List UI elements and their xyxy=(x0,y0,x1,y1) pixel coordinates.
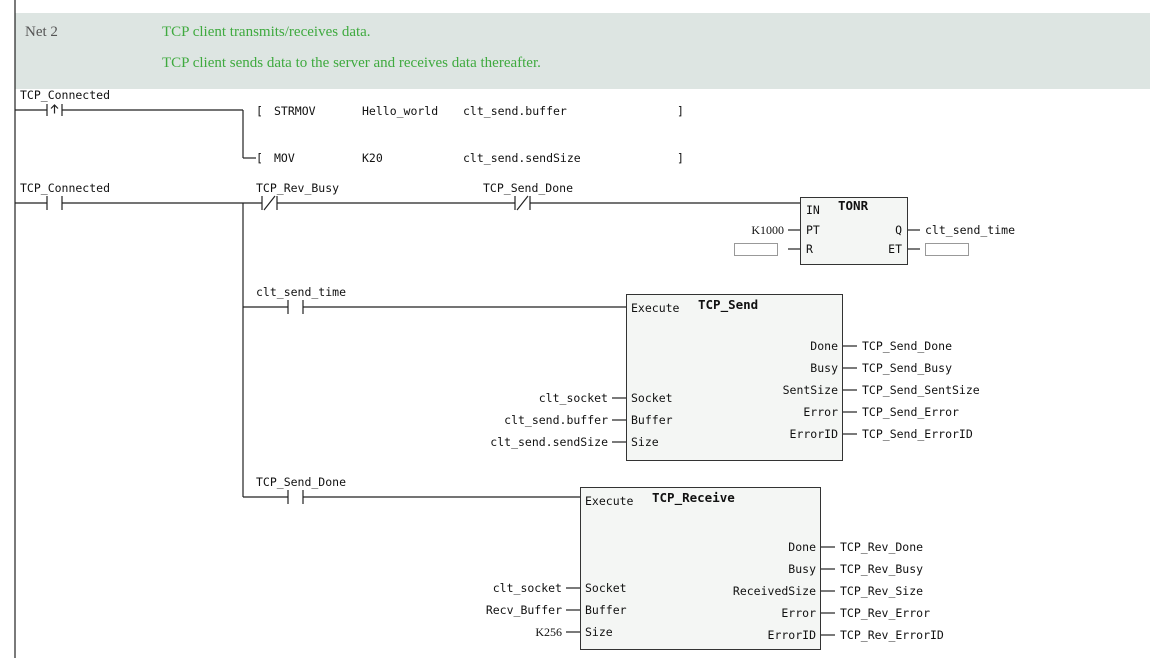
timer-pin-et: ET xyxy=(888,242,902,256)
receive-input-pin: Buffer xyxy=(585,603,627,617)
instruction-arg[interactable]: clt_send.buffer xyxy=(463,104,567,118)
receive-output-pin: Done xyxy=(788,540,816,554)
timer-pin-in: IN xyxy=(806,203,820,217)
bracket-open: [ xyxy=(256,151,263,165)
receive-input-var[interactable]: K256 xyxy=(535,625,562,639)
send-execute-pin: Execute xyxy=(631,301,680,315)
contact-label-tcp-send-done: TCP_Send_Done xyxy=(256,475,347,489)
send-input-pin: Size xyxy=(631,435,659,449)
send-output-var[interactable]: TCP_Send_SentSize xyxy=(862,383,980,397)
instruction-op[interactable]: STRMOV xyxy=(274,104,316,118)
receive-output-pin: ErrorID xyxy=(767,628,816,642)
timer-r-input-field[interactable] xyxy=(734,243,778,256)
receive-block-name: TCP_Receive xyxy=(652,490,735,505)
timer-et-output-field[interactable] xyxy=(925,243,969,256)
timer-block-tonr[interactable] xyxy=(800,197,908,265)
receive-output-pin: Busy xyxy=(788,562,816,576)
instruction-arg[interactable]: clt_send.sendSize xyxy=(463,151,581,165)
send-output-pin: SentSize xyxy=(782,383,838,397)
send-input-var[interactable]: clt_send.buffer xyxy=(504,413,608,427)
send-input-pin: Socket xyxy=(631,391,673,405)
send-output-var[interactable]: TCP_Send_Busy xyxy=(862,361,953,375)
send-output-var[interactable]: TCP_Send_Done xyxy=(862,339,953,353)
receive-input-var[interactable]: clt_socket xyxy=(492,581,562,595)
tcp-send-block[interactable] xyxy=(626,294,843,461)
receive-input-var[interactable]: Recv_Buffer xyxy=(485,603,562,617)
timer-pin-r: R xyxy=(806,242,813,256)
send-output-pin: ErrorID xyxy=(789,427,838,441)
send-output-pin: Busy xyxy=(810,361,838,375)
bracket-close: ] xyxy=(677,104,684,118)
timer-type: TONR xyxy=(838,198,869,213)
bracket-close: ] xyxy=(677,151,684,165)
send-output-var[interactable]: TCP_Send_ErrorID xyxy=(862,427,973,441)
instruction-arg[interactable]: K20 xyxy=(362,151,383,165)
contact-label-tcp-rev-busy: TCP_Rev_Busy xyxy=(256,181,340,195)
receive-output-pin: ReceivedSize xyxy=(732,584,816,598)
send-input-var[interactable]: clt_send.sendSize xyxy=(490,435,608,449)
instruction-arg[interactable]: Hello_world xyxy=(362,104,439,118)
receive-output-var[interactable]: TCP_Rev_Done xyxy=(840,540,924,554)
receive-input-pin: Size xyxy=(585,625,613,639)
receive-output-pin: Error xyxy=(781,606,816,620)
instruction-op[interactable]: MOV xyxy=(274,151,295,165)
contact-label-tcp-connected: TCP_Connected xyxy=(20,88,111,102)
send-input-pin: Buffer xyxy=(631,413,673,427)
net-description: TCP client transmits/receives data. xyxy=(162,24,371,40)
receive-output-var[interactable]: TCP_Rev_Error xyxy=(840,606,931,620)
tcp-receive-block[interactable] xyxy=(580,487,821,650)
timer-pin-pt: PT xyxy=(806,223,820,237)
timer-q-output[interactable]: clt_send_time xyxy=(925,223,1016,237)
timer-pt-value[interactable]: K1000 xyxy=(751,223,784,237)
receive-output-var[interactable]: TCP_Rev_ErrorID xyxy=(840,628,944,642)
send-output-pin: Done xyxy=(810,339,838,353)
bracket-open: [ xyxy=(256,104,263,118)
send-input-var[interactable]: clt_socket xyxy=(538,391,608,405)
net-description-2: TCP client sends data to the server and … xyxy=(162,55,541,71)
net-header xyxy=(15,13,1150,89)
send-output-pin: Error xyxy=(803,405,838,419)
contact-label-tcp-send-done: TCP_Send_Done xyxy=(483,181,574,195)
receive-input-pin: Socket xyxy=(585,581,627,595)
timer-pin-q: Q xyxy=(895,223,902,237)
receive-output-var[interactable]: TCP_Rev_Size xyxy=(840,584,924,598)
contact-label-clt-send-time: clt_send_time xyxy=(256,285,347,299)
send-block-name: TCP_Send xyxy=(698,297,759,312)
net-label: Net 2 xyxy=(25,24,58,40)
send-output-var[interactable]: TCP_Send_Error xyxy=(862,405,959,419)
receive-execute-pin: Execute xyxy=(585,494,634,508)
contact-label-tcp-connected: TCP_Connected xyxy=(20,181,111,195)
receive-output-var[interactable]: TCP_Rev_Busy xyxy=(840,562,924,576)
